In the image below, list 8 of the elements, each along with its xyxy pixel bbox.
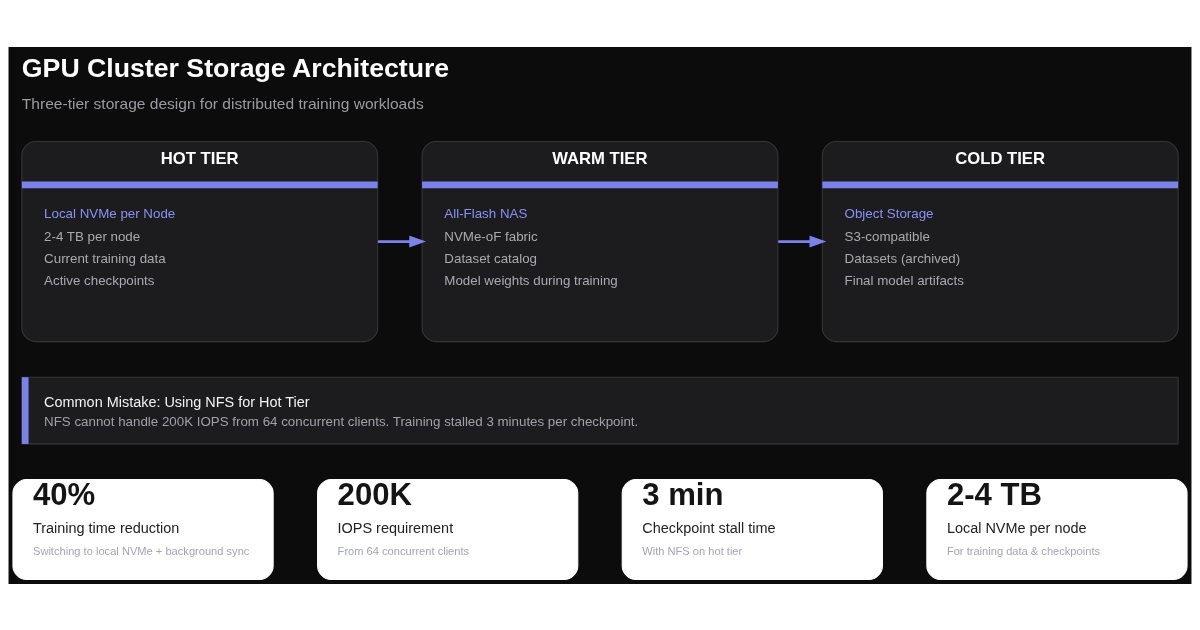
caption: Three-tier storage design for distributed training workloads — [21, 94, 424, 112]
arrow — [378, 235, 426, 247]
diagram-title: GPU Cluster Storage Architecture — [21, 52, 450, 83]
arrow — [778, 235, 827, 247]
node-box: 40% Training time reduction Switching to local NVMe + background sync — [12, 478, 274, 580]
node-box: 200K IOPS requirement From 64 concurrent clients — [317, 478, 579, 580]
node-box: 2-4 TB Local NVMe per node For training data & checkpoints — [926, 478, 1188, 580]
node-box: 3 min Checkpoint stall time With NFS on hot tier — [621, 478, 883, 580]
